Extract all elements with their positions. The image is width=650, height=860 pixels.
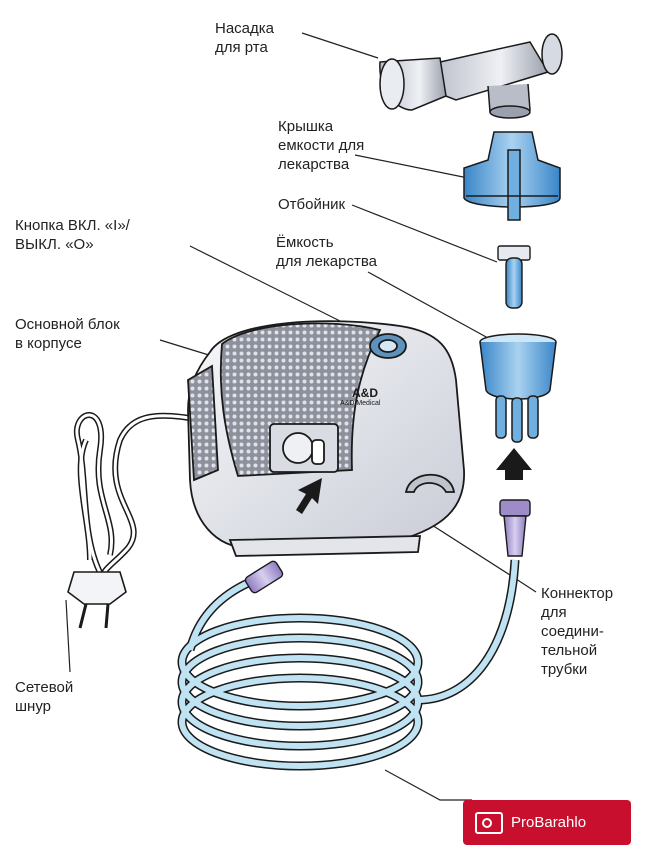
label-power-button-line: Кнопка ВКЛ. «I»/ bbox=[15, 217, 130, 234]
baffle-part bbox=[497, 245, 531, 309]
label-container-cap-line: лекарства bbox=[278, 156, 350, 173]
label-baffle-line: Отбойник bbox=[278, 196, 346, 213]
label-mouthpiece-line: для рта bbox=[215, 39, 268, 56]
label-container-cap-line: емкости для bbox=[278, 137, 365, 154]
tubing-coil bbox=[177, 559, 520, 771]
label-main-unit-line: в корпусе bbox=[15, 335, 82, 352]
label-container-cap-line: Крышка bbox=[278, 118, 334, 135]
label-connector-line: тельной bbox=[541, 642, 598, 659]
label-mouthpiece: Насадка для рта bbox=[215, 19, 274, 57]
label-connector-line: трубки bbox=[541, 661, 588, 678]
label-medicine-container: Ёмкость для лекарства bbox=[276, 233, 377, 271]
label-power-button: Кнопка ВКЛ. «I»/ ВЫКЛ. «O» bbox=[15, 216, 130, 254]
label-power-cord-line: Сетевой bbox=[15, 679, 74, 696]
label-medicine-container-line: Ёмкость bbox=[276, 234, 334, 251]
mouthpiece-part bbox=[379, 33, 563, 119]
label-mouthpiece-line: Насадка bbox=[215, 20, 275, 37]
watermark-text: ProBarahlo bbox=[511, 814, 587, 831]
tube-end-connector bbox=[244, 560, 284, 594]
label-main-unit: Основной блок в корпусе bbox=[15, 315, 120, 353]
label-connector-line: соедини- bbox=[541, 623, 604, 640]
label-main-unit-line: Основной блок bbox=[15, 316, 120, 333]
label-connector: Коннектор для соедини- тельной трубки bbox=[541, 584, 613, 679]
label-power-button-line: ВЫКЛ. «O» bbox=[15, 236, 94, 253]
tube-connector-part bbox=[499, 499, 531, 557]
device-brand: A&D bbox=[352, 386, 378, 400]
power-cord bbox=[73, 412, 201, 582]
power-plug bbox=[67, 571, 127, 629]
assembly-arrow bbox=[496, 448, 532, 480]
device-model: A&D Medical bbox=[340, 400, 381, 407]
port-arrow bbox=[296, 478, 322, 514]
main-unit bbox=[187, 320, 465, 557]
label-power-cord-line: шнур bbox=[15, 698, 51, 715]
medicine-container-part bbox=[479, 333, 557, 443]
label-medicine-container-line: для лекарства bbox=[276, 253, 377, 270]
label-baffle: Отбойник bbox=[278, 195, 345, 214]
label-container-cap: Крышка емкости для лекарства bbox=[278, 117, 364, 174]
camera-icon bbox=[475, 811, 503, 834]
container-cap-part bbox=[463, 131, 561, 221]
label-connector-line: Коннектор bbox=[541, 585, 614, 602]
watermark-badge[interactable]: ProBarahlo bbox=[463, 800, 631, 845]
label-connector-line: для bbox=[541, 604, 567, 621]
label-power-cord: Сетевой шнур bbox=[15, 678, 73, 716]
